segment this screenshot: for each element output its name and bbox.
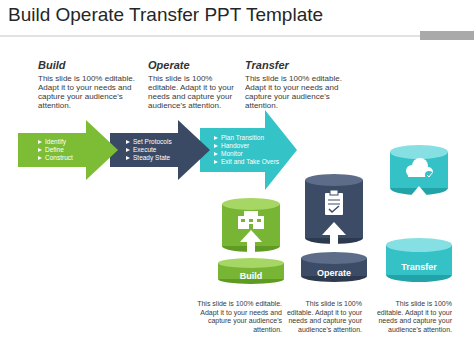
text-area: Transfer	[386, 252, 452, 282]
cloud-icon	[406, 158, 433, 179]
up-arrow-part	[330, 232, 338, 254]
cylinder-top	[301, 252, 367, 264]
cloud-icon-part	[425, 171, 433, 179]
step-item: Monitor	[214, 150, 284, 158]
operate-cylinder	[305, 174, 363, 244]
phase-arrow: IdentifyDefineConstruct	[18, 118, 119, 182]
text-area: IdentifyDefineConstruct	[38, 133, 86, 167]
step-item: Handover	[214, 142, 284, 150]
arrow-fill	[18, 120, 118, 180]
clipboard-icon-part	[329, 206, 339, 212]
arrow-fill	[110, 120, 210, 180]
section-note: This slide is 100% editable. Adapt it to…	[38, 74, 136, 110]
building-icon-part	[238, 216, 264, 229]
phase-label: Build	[218, 271, 284, 281]
cylinder-top	[218, 258, 284, 268]
section-heading: Build	[38, 59, 66, 71]
clipboard-icon-part	[328, 204, 340, 205]
building-icon-part	[257, 219, 261, 222]
up-arrow-part	[322, 222, 346, 235]
building-icon-part	[244, 211, 258, 216]
clipboard-icon-part	[325, 193, 343, 215]
step-item: Plan Transition	[214, 134, 284, 142]
arrow-shape	[200, 108, 298, 192]
phase-label: Transfer	[386, 262, 452, 272]
footer-note: This slide is 100% editable. Adapt it to…	[370, 300, 452, 334]
title-rule	[0, 31, 474, 40]
text-area: Set ProtocolsExecuteSteady State	[126, 133, 180, 167]
cylinder-top	[386, 238, 452, 252]
section-heading: Operate	[148, 59, 190, 71]
step-item: Execute	[126, 146, 180, 154]
footer-note: This slide is 100% editable. Adapt it to…	[284, 300, 362, 334]
section-heading: Transfer	[245, 59, 289, 71]
cloud-icon-part	[427, 173, 432, 177]
step-item: Steady State	[126, 154, 180, 162]
step-item: Define	[38, 146, 86, 154]
title-rule-part	[0, 36, 420, 37]
operate-cylinder-part	[305, 180, 363, 238]
text-area: Build	[218, 268, 284, 284]
phase-label: Operate	[301, 268, 367, 278]
step-item: Identify	[38, 138, 86, 146]
arrow-fill	[200, 110, 297, 190]
up-arrow-part	[403, 186, 435, 205]
phase-cylinder: Operate	[301, 252, 367, 282]
clipboard-icon	[325, 190, 343, 215]
up-arrow	[403, 186, 435, 245]
clipboard-icon-part	[330, 190, 338, 195]
up-arrow	[240, 230, 262, 260]
step-item: Exit and Take Overs	[214, 158, 284, 166]
up-arrow-part	[240, 230, 262, 242]
arrow-shape	[18, 118, 119, 182]
operate-cylinder-part	[305, 174, 363, 186]
building-icon	[238, 211, 264, 229]
text-area: Plan TransitionHandoverMonitorExit and T…	[214, 128, 284, 172]
building-icon-part	[249, 224, 253, 229]
build-cylinder-part	[222, 198, 280, 210]
phase-arrow: Plan TransitionHandoverMonitorExit and T…	[200, 108, 298, 192]
title-rule-part	[420, 31, 474, 40]
transfer-cylinder-part	[390, 145, 448, 159]
arrow-shape	[110, 118, 211, 182]
building-icon-part	[241, 219, 245, 222]
building-icon-part	[249, 219, 253, 222]
step-item: Construct	[38, 154, 86, 162]
footer-note: This slide is 100% editable. Adapt it to…	[192, 300, 282, 334]
text-area: Operate	[301, 264, 367, 282]
build-cylinder-part	[222, 204, 280, 246]
section-note: This slide is 100% editable. Adapt it to…	[245, 74, 343, 110]
up-arrow-part	[247, 240, 255, 260]
cylinder-shape	[386, 238, 452, 282]
phase-arrow: Set ProtocolsExecuteSteady State	[110, 118, 211, 182]
step-item: Set Protocols	[126, 138, 180, 146]
phase-cylinder: Build	[218, 258, 284, 284]
phase-cylinder: Transfer	[386, 238, 452, 282]
clipboard-icon-part	[328, 200, 340, 201]
section-note: This slide is 100% editable. Adapt it to…	[148, 74, 240, 110]
slide-title: Build Operate Transfer PPT Template	[8, 4, 323, 26]
up-arrow	[322, 222, 346, 254]
